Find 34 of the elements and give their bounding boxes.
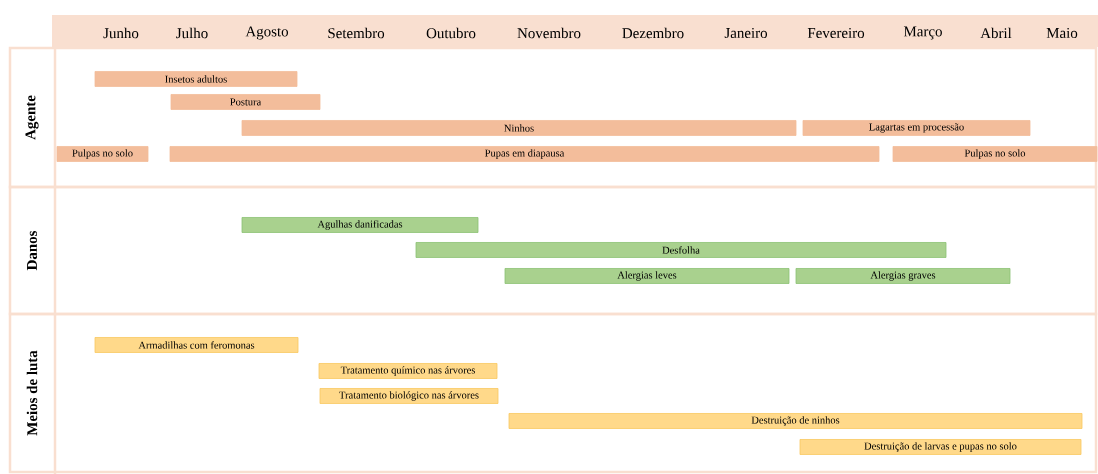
timeline-bar: Agulhas danificadas [241,217,479,233]
month-label: Maio [1046,28,1078,38]
month-label: Janeiro [724,28,767,38]
timeline-bar: Destruição de ninhos [508,413,1083,429]
month-label: Abril [980,27,1012,39]
month-label: Outubro [426,27,476,39]
timeline-bar: Pulpas no solo [892,146,1098,162]
timeline-bar: Insetos adultos [94,71,298,87]
section-row [8,185,1098,316]
month-label: Fevereiro [807,28,865,38]
month-label: Agosto [245,26,289,40]
section-heading: Meios de luta [26,350,38,436]
timeline-bar: Pupas em diapausa [169,146,880,162]
timeline-bar: Armadilhas com feromonas [94,337,299,353]
month-label: Março [903,26,942,40]
timeline-bar: Alergias graves [795,268,1011,284]
timeline-bar: Desfolha [415,242,947,258]
timeline-bar: Tratamento químico nas árvores [318,363,498,379]
timeline-bar: Alergias leves [504,268,790,284]
month-label: Setembro [328,27,385,39]
timeline-bar: Postura [170,94,321,110]
month-label: Novembro [517,27,581,39]
section-row [8,46,1098,189]
timeline-bar: Pulpas no solo [56,146,149,162]
timeline-bar: Destruição de larvas e pupas no solo [799,439,1082,455]
section-row [8,312,1098,474]
month-label: Dezembro [622,27,684,39]
timeline-bar: Tratamento biológico nas árvores [319,388,499,404]
timeline-bar: Lagartas em processão [802,120,1031,136]
section-heading: Agente [25,95,39,140]
month-label: Junho [103,27,139,39]
section-heading: Danos [27,230,37,271]
month-label: Julho [176,27,208,39]
timeline-bar: Ninhos [241,120,797,136]
